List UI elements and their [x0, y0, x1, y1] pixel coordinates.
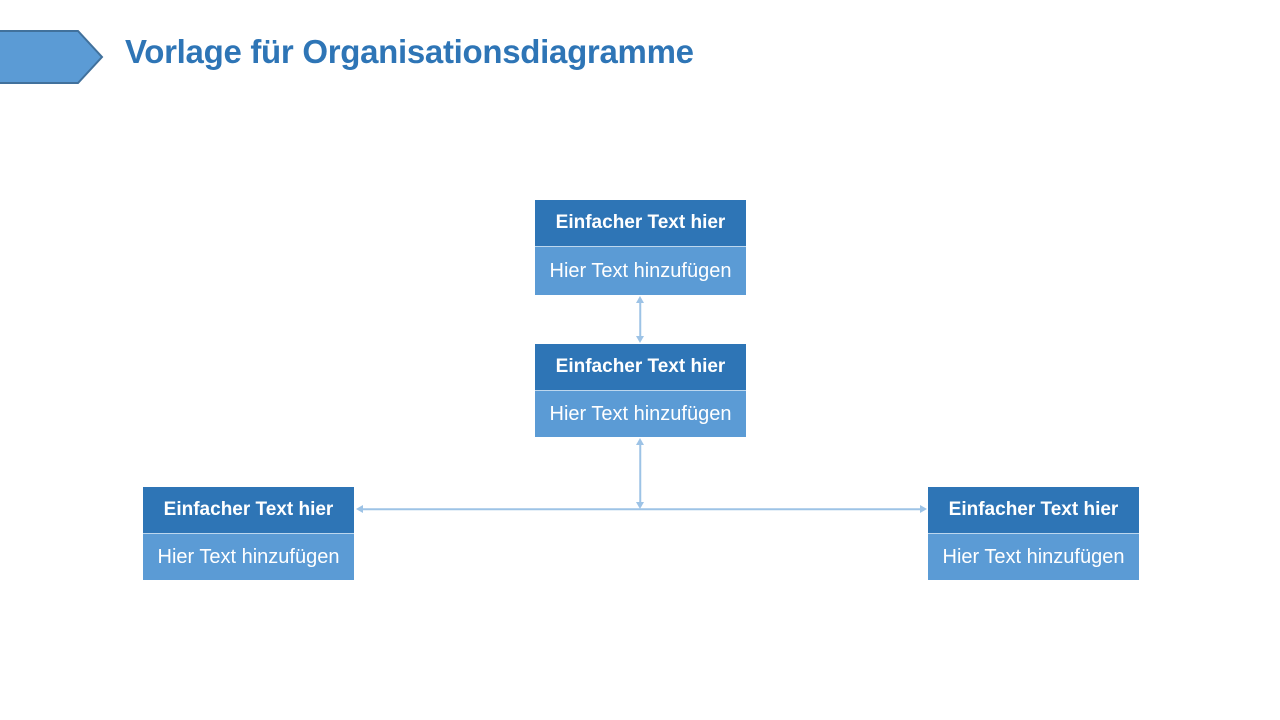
- org-box-header[interactable]: Einfacher Text hier: [143, 487, 354, 533]
- arrowhead-left-icon: [356, 505, 363, 513]
- arrowhead-down-icon: [636, 336, 644, 343]
- arrowhead-up-icon: [636, 438, 644, 445]
- org-box-header[interactable]: Einfacher Text hier: [535, 200, 746, 246]
- org-box-header[interactable]: Einfacher Text hier: [928, 487, 1139, 533]
- connector-line: [639, 301, 641, 338]
- arrowhead-right-icon: [920, 505, 927, 513]
- connector-top-middle: [635, 296, 645, 343]
- connector-middle-branch: [635, 438, 645, 509]
- slide-title[interactable]: Vorlage für Organisationsdiagramme: [125, 33, 694, 70]
- org-box-middle[interactable]: Einfacher Text hier Hier Text hinzufügen: [535, 344, 746, 437]
- org-box-body[interactable]: Hier Text hinzufügen: [928, 533, 1139, 580]
- connector-left-right: [356, 504, 927, 514]
- org-box-right[interactable]: Einfacher Text hier Hier Text hinzufügen: [928, 487, 1139, 580]
- title-banner-arrow-icon: [0, 30, 104, 84]
- org-box-body[interactable]: Hier Text hinzufügen: [535, 246, 746, 295]
- org-box-top[interactable]: Einfacher Text hier Hier Text hinzufügen: [535, 200, 746, 295]
- org-box-body[interactable]: Hier Text hinzufügen: [143, 533, 354, 580]
- connector-line: [361, 508, 922, 510]
- connector-line: [639, 443, 641, 504]
- org-box-header[interactable]: Einfacher Text hier: [535, 344, 746, 390]
- org-box-left[interactable]: Einfacher Text hier Hier Text hinzufügen: [143, 487, 354, 580]
- arrowhead-down-icon: [636, 502, 644, 509]
- org-box-body[interactable]: Hier Text hinzufügen: [535, 390, 746, 437]
- arrowhead-up-icon: [636, 296, 644, 303]
